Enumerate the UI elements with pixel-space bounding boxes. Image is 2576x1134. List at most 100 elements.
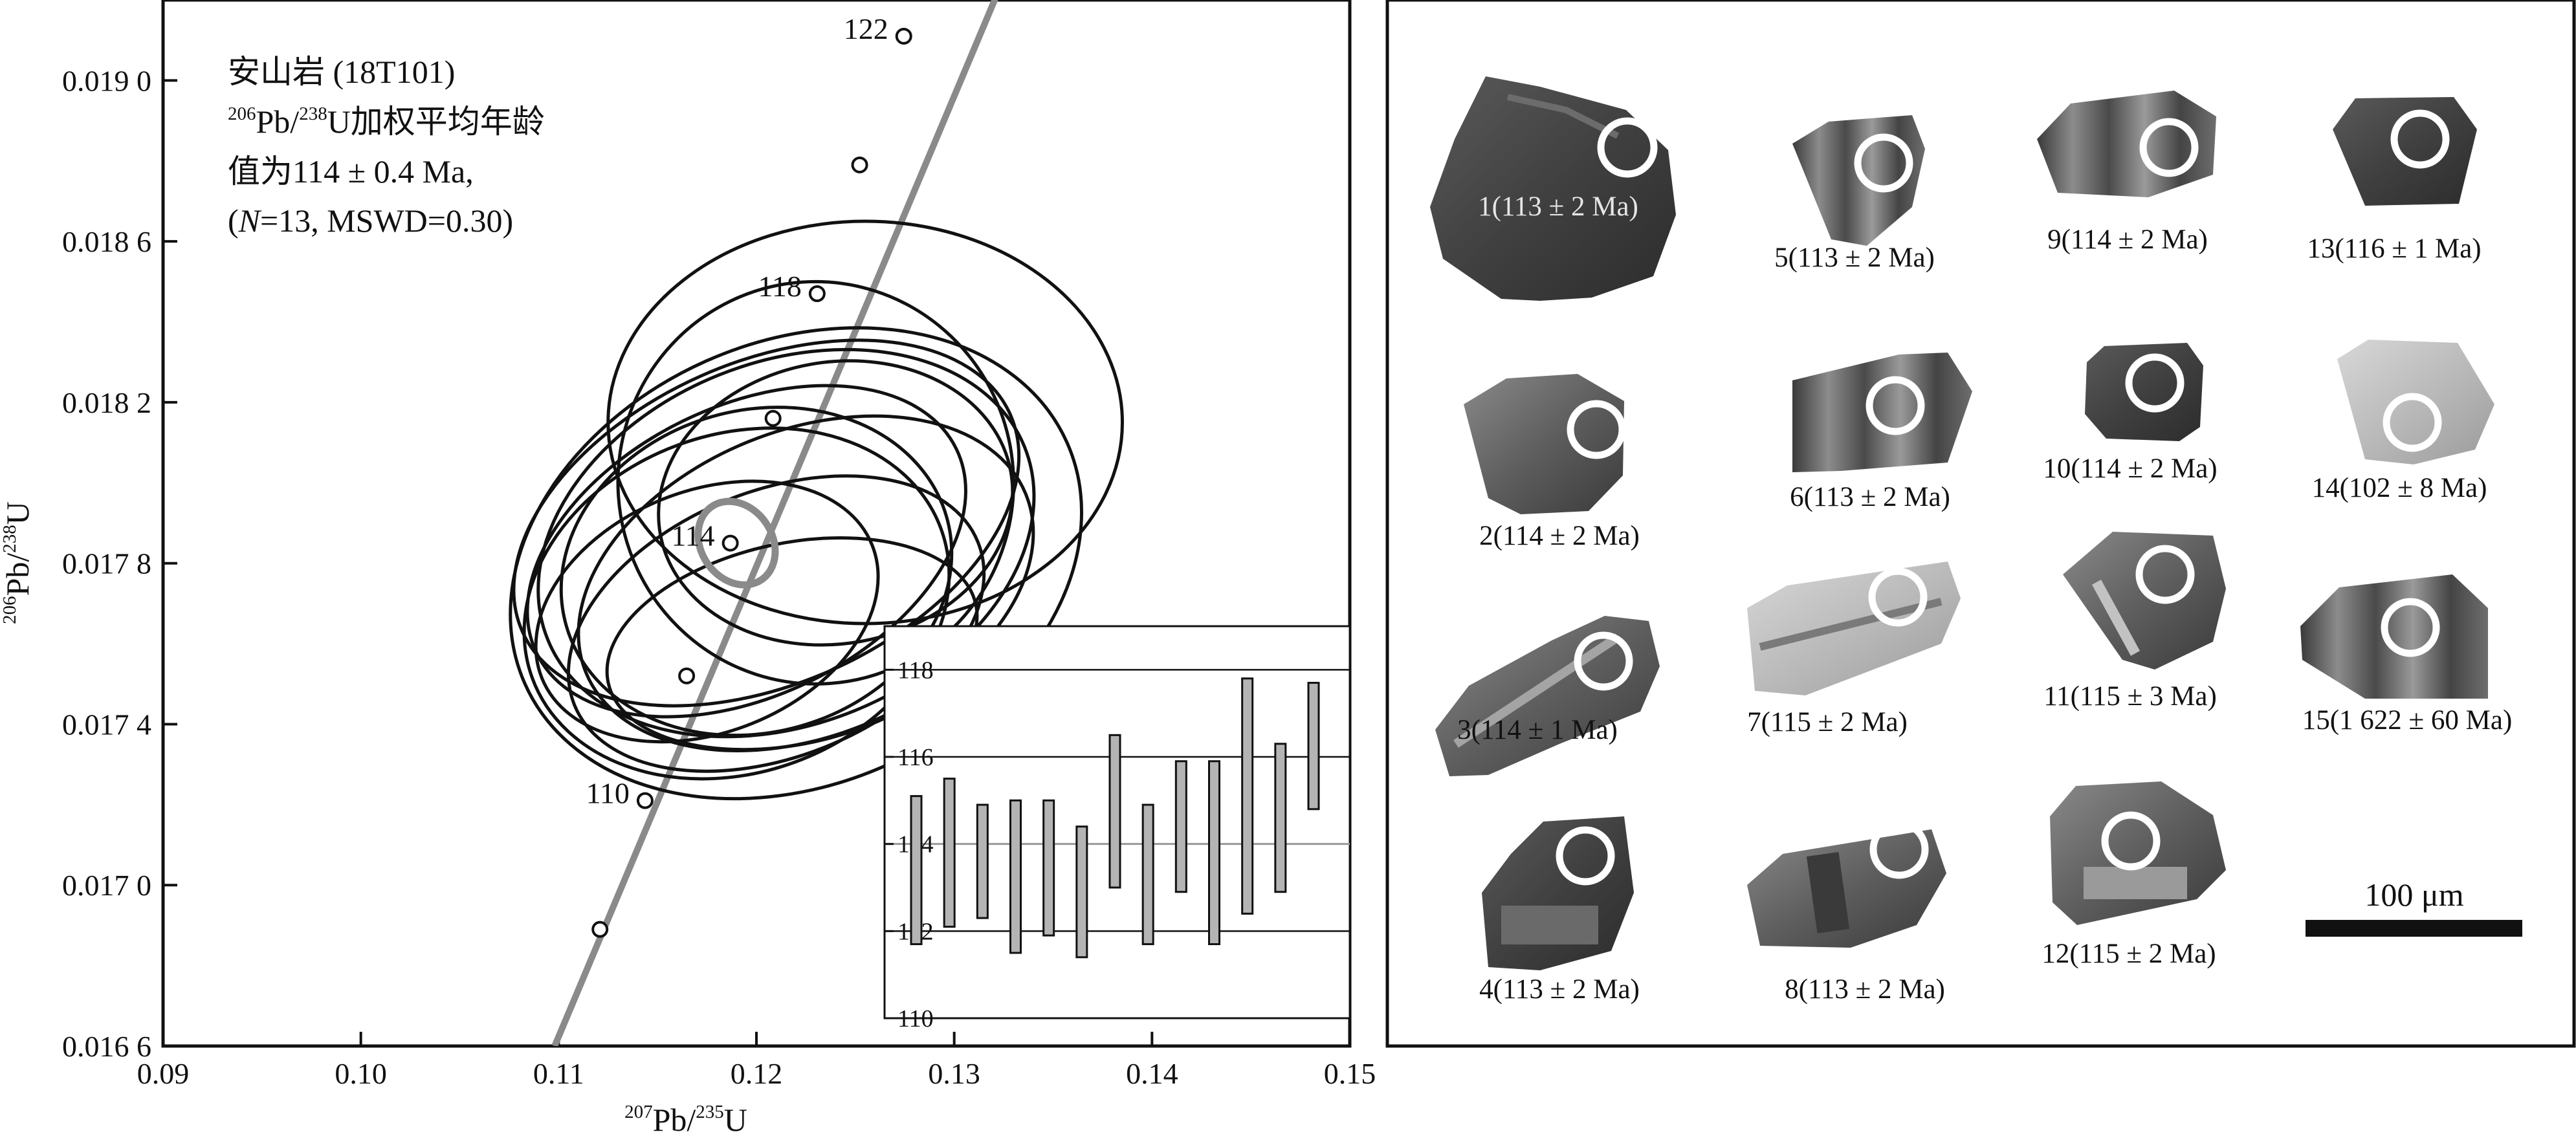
concordia-age-label: 110 (586, 777, 630, 810)
zircon-crystal-8 (1747, 829, 1946, 948)
error-ellipse (657, 359, 1015, 647)
zircon-grain-5: 5(113 ± 2 Ma) (1774, 115, 1935, 273)
concordia-marker (591, 921, 609, 938)
zircon-crystal-9 (2037, 91, 2216, 197)
zircon-zoning-4 (1501, 906, 1598, 944)
inset-age-bar (1208, 760, 1220, 946)
x-tick-label: 0.10 (335, 1057, 387, 1090)
scale-bar: 100 μm (2306, 877, 2522, 937)
zircon-crystal-15 (2300, 574, 2488, 699)
error-ellipse (605, 536, 979, 752)
concordia-age-label: 118 (758, 270, 802, 303)
analysis-spot-4 (1556, 826, 1615, 886)
analysis-spot-5 (1854, 133, 1913, 193)
analysis-spot-14 (2383, 393, 2442, 452)
inset-tick-label: 116 (897, 744, 934, 771)
x-title-pb: Pb/ (653, 1102, 696, 1134)
annotation-sup-206: 206 (228, 104, 256, 124)
grain-label-5: 5(113 ± 2 Ma) (1774, 243, 1935, 273)
analysis-spot-13 (2390, 109, 2450, 169)
analysis-spot-9 (2139, 118, 2199, 177)
grain-label-7: 7(115 ± 2 Ma) (1747, 707, 1908, 737)
zircon-grain-2: 2(114 ± 2 Ma) (1464, 374, 1640, 551)
inset-age-bar (910, 795, 923, 946)
analysis-spot-8 (1869, 820, 1929, 879)
x-tick-label: 0.12 (731, 1057, 783, 1090)
concordia-marker (764, 409, 782, 427)
zircon-grain-10: 10(114 ± 2 Ma) (2043, 343, 2218, 484)
zircon-crystal-7 (1747, 562, 1961, 695)
grain-label-8: 8(113 ± 2 Ma) (1785, 974, 1945, 1005)
zircon-grain-6: 6(113 ± 2 Ma) (1790, 353, 1972, 512)
zircon-grain-15: 15(1 622 ± 60 Ma) (2300, 574, 2512, 736)
zircon-grain-11: 11(115 ± 3 Ma) (2043, 532, 2226, 712)
analysis-spot-2 (1567, 400, 1626, 459)
inset-age-bar (1009, 799, 1022, 954)
x-title-sup-235: 235 (696, 1102, 724, 1122)
y-tick-label: 0.018 2 (62, 386, 151, 419)
grain-label-3: 3(114 ± 1 Ma) (1457, 715, 1618, 745)
weighted-mean-inset: 110112114116118 (883, 625, 1351, 1032)
zircon-crystal-13 (2333, 97, 2477, 206)
annotation-stats: =13, MSWD=0.30) (260, 202, 513, 239)
grain-label-14: 14(102 ± 8 Ma) (2312, 473, 2487, 503)
y-tick-label: 0.019 0 (62, 64, 151, 97)
y-title-sup-238: 238 (0, 525, 20, 553)
grain-label-4: 4(113 ± 2 Ma) (1479, 974, 1640, 1005)
zircon-zoning-12 (2084, 867, 2187, 899)
y-axis-title: 206Pb/238U (0, 501, 36, 624)
inset-age-bar (976, 803, 989, 919)
error-ellipse (616, 279, 1015, 686)
zircon-core-8 (1806, 852, 1850, 933)
zircon-crystal-4 (1482, 816, 1634, 970)
zircon-crystal-6 (1792, 353, 1972, 472)
x-title-sup-207: 207 (624, 1102, 653, 1122)
zircon-zoning-11 (2091, 580, 2141, 656)
zircon-grain-13: 13(116 ± 1 Ma) (2307, 97, 2482, 264)
annotation-u-text: U加权平均年龄 (327, 104, 545, 140)
zircon-crystal-3 (1435, 616, 1660, 776)
zircon-grain-1: 1(113 ± 2 Ma) (1430, 76, 1676, 301)
x-tick-label: 0.09 (137, 1057, 190, 1090)
zircon-zoning-3 (1453, 633, 1620, 748)
error-ellipse (536, 347, 1036, 739)
y-tick-label: 0.017 0 (62, 869, 151, 902)
analysis-spot-6 (1866, 376, 1925, 435)
zircon-grain-9: 9(114 ± 2 Ma) (2037, 91, 2216, 255)
grain-label-12: 12(115 ± 2 Ma) (2042, 939, 2216, 969)
inset-age-bar (1141, 803, 1154, 946)
inset-age-bar (1274, 743, 1287, 893)
annotation-sup-238: 238 (299, 104, 327, 124)
inset-age-bar (1108, 734, 1121, 889)
concordia-chart: 0.016 60.017 00.017 40.017 80.018 20.018… (0, 0, 1376, 1134)
annotation-line-4: (N=13, MSWD=0.30) (228, 202, 513, 239)
zircon-grain-14: 14(102 ± 8 Ma) (2312, 340, 2494, 503)
zircon-grain-3: 3(114 ± 1 Ma) (1435, 616, 1660, 776)
analysis-spot-7 (1868, 567, 1928, 627)
x-tick-label: 0.11 (533, 1057, 584, 1090)
x-axis-title: 207Pb/235U (624, 1102, 747, 1134)
y-tick-label: 0.018 6 (62, 225, 151, 258)
concordia-curve (551, 0, 998, 1046)
concordia-marker (678, 667, 696, 684)
x-tick-label: 0.13 (928, 1057, 980, 1090)
concordia-marker (808, 285, 826, 303)
y-title-pb: Pb/ (0, 553, 36, 596)
zircon-crystal-14 (2337, 340, 2494, 464)
inset-tick-label: 110 (897, 1005, 934, 1032)
error-ellipse (577, 414, 1035, 752)
analysis-spot-1 (1597, 117, 1658, 178)
x-title-u: U (724, 1102, 747, 1134)
y-tick-label: 0.017 4 (62, 708, 151, 741)
inset-age-bar (1042, 799, 1055, 937)
inset-age-bars (910, 677, 1320, 959)
grain-label-11: 11(115 ± 3 Ma) (2043, 681, 2217, 712)
inset-age-bar (1307, 682, 1320, 811)
zircon-grain-12: 12(115 ± 2 Ma) (2042, 781, 2226, 969)
zircon-zoning-7 (1759, 598, 1943, 651)
inset-age-bar (943, 778, 956, 928)
y-axis-ticks: 0.016 60.017 00.017 40.017 80.018 20.018… (62, 64, 177, 1063)
x-tick-label: 0.15 (1324, 1057, 1376, 1090)
